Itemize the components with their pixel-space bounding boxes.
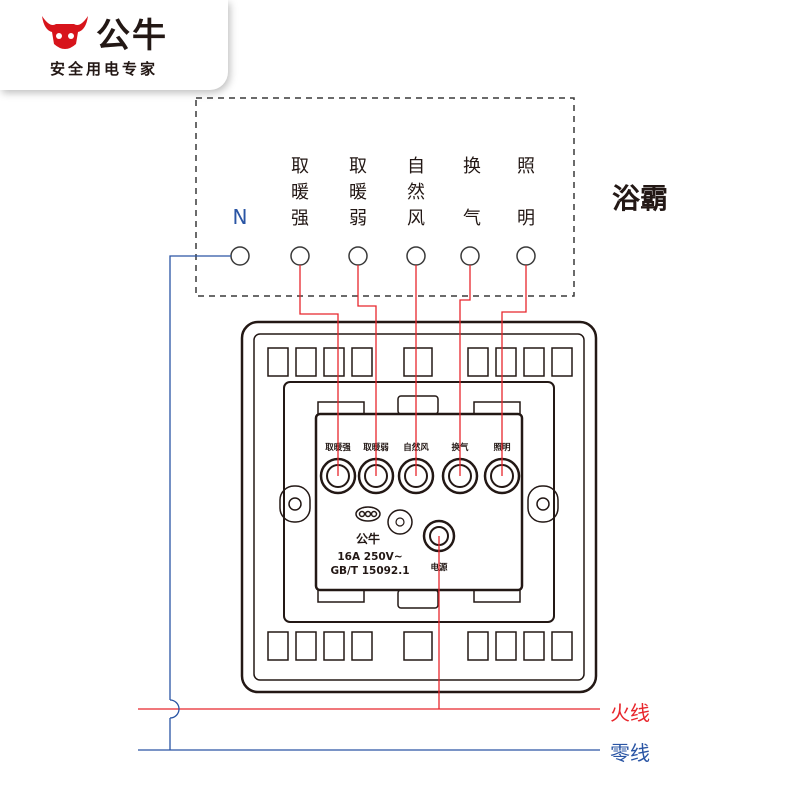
terminal-label-char: 换 [463,156,481,177]
terminal-n [230,246,250,266]
neutral-terminal-label: N [233,205,248,229]
terminal-label-char: 暖 [349,182,367,203]
terminal-2 [348,246,368,266]
terminal-label-char: 风 [407,208,425,229]
module-standard: GB/T 15092.1 [330,565,409,577]
brand-slogan: 安全用电专家 [50,60,159,78]
brand-name: 公牛 [96,16,168,56]
terminal-label-5: 照 明 [517,156,535,229]
wire-heat-strong [299,265,339,476]
terminal-label-char: 照 [517,156,535,177]
terminal-4 [460,246,480,266]
terminal-label-char: 取 [349,156,367,177]
screw-terminals [319,457,521,495]
terminal-5 [516,246,536,266]
neutral-wire-label: 零线 [610,741,650,765]
brand-logo: 公牛 安全用电专家 [0,0,228,90]
bull-logo-icon [42,16,88,49]
module-frame [283,381,555,623]
rivet-icon [387,509,413,535]
terminal-label-char: 取 [291,156,309,177]
live-wire [138,536,600,710]
terminal-label-2: 取 暖 弱 [349,156,367,229]
terminal-label-char: 暖 [291,182,309,203]
terminal-3 [406,246,426,266]
device-box [195,97,575,297]
terminal-label-char: 气 [463,208,481,229]
wire-heat-weak [357,265,377,476]
module-brand-mark: 公牛 [356,531,380,546]
terminal-circles [230,246,536,266]
certification-mark-icon [355,506,381,522]
switch-plate-inner [253,333,585,681]
module-rating: 16A 250V~ [337,551,402,563]
terminal-1 [290,246,310,266]
terminal-label-char: 然 [407,182,425,203]
plate-teeth-top [267,347,573,377]
live-wire-label: 火线 [610,701,650,725]
mounting-holes [279,485,559,523]
terminal-label-3: 自 然 风 [407,156,425,229]
device-name: 浴霸 [612,182,668,215]
terminal-label-char: 自 [407,156,425,177]
load-wires [299,265,527,476]
wire-light [501,265,527,476]
module-clips [317,395,521,609]
terminal-label-char: 弱 [349,208,367,229]
terminal-label-4: 换 气 [463,156,481,229]
terminal-label-char: 强 [291,208,309,229]
wire-vent [459,265,471,476]
module-body [314,412,524,592]
terminal-label-1: 取 暖 强 [291,156,309,229]
neutral-wire [138,255,600,751]
terminal-label-char: 明 [517,208,535,229]
plate-teeth-bottom [267,631,573,661]
